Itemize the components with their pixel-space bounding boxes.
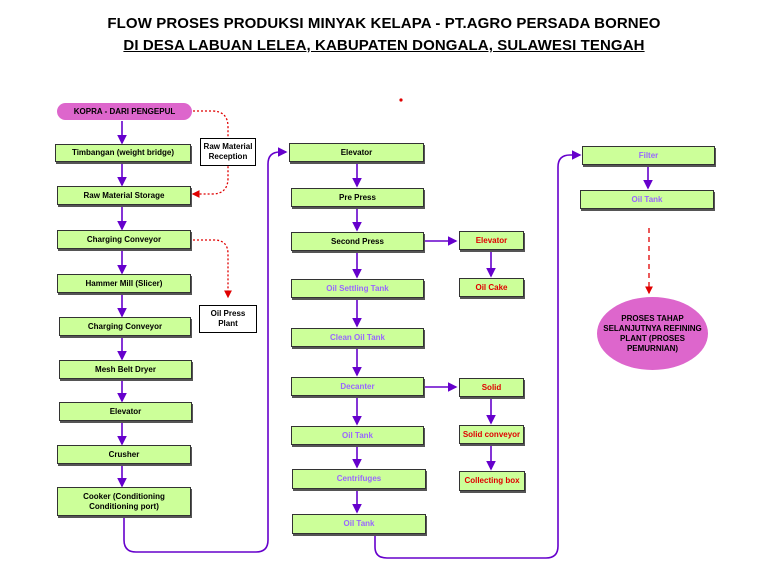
step-second-press: Second Press bbox=[291, 232, 424, 251]
step-solid: Solid bbox=[459, 378, 524, 397]
step-oil-cake: Oil Cake bbox=[459, 278, 524, 297]
step-solid-conveyor: Solid conveyor bbox=[459, 425, 524, 444]
step-oil-settling-tank: Oil Settling Tank bbox=[291, 279, 424, 298]
page-subtitle: DI DESA LABUAN LELEA, KABUPATEN DONGALA,… bbox=[123, 37, 645, 54]
step-elevator-c3: Elevator bbox=[459, 231, 524, 250]
step-elevator-c2: Elevator bbox=[289, 143, 424, 162]
step-pre-press: Pre Press bbox=[291, 188, 424, 207]
note-oil-press-plant: Oil Press Plant bbox=[199, 305, 257, 333]
connector-col1-col2 bbox=[123, 147, 288, 553]
step-oil-tank-c4: Oil Tank bbox=[580, 190, 714, 209]
step-timbangan: Timbangan (weight bridge) bbox=[55, 144, 191, 162]
source-kopra: KOPRA - DARI PENGEPUL bbox=[57, 103, 192, 120]
step-mesh-belt-dryer: Mesh Belt Dryer bbox=[59, 360, 192, 379]
step-collecting-box: Collecting box bbox=[459, 471, 525, 491]
connector-col2-col4 bbox=[374, 150, 582, 559]
step-oil-tank-2: Oil Tank bbox=[292, 514, 426, 534]
step-crusher: Crusher bbox=[57, 445, 191, 464]
next-process-refining: PROSES TAHAP SELANJUTNYA REFINING PLANT … bbox=[597, 297, 708, 370]
step-centrifuges: Centrifuges bbox=[292, 469, 426, 489]
dotted-oil-press bbox=[193, 239, 232, 299]
step-decanter: Decanter bbox=[291, 377, 424, 396]
step-oil-tank-1: Oil Tank bbox=[291, 426, 424, 445]
stray-dot bbox=[399, 98, 403, 102]
step-clean-oil-tank: Clean Oil Tank bbox=[291, 328, 424, 347]
step-raw-material-storage: Raw Material Storage bbox=[57, 186, 191, 205]
page-title: FLOW PROSES PRODUKSI MINYAK KELAPA - PT.… bbox=[107, 15, 661, 32]
step-cooker: Cooker (Conditioning Conditioning port) bbox=[57, 487, 191, 516]
note-raw-material-reception: Raw Material Reception bbox=[200, 138, 256, 166]
step-filter: Filter bbox=[582, 146, 715, 165]
step-hammer-mill: Hammer Mill (Slicer) bbox=[57, 274, 191, 293]
step-charging-conveyor-1: Charging Conveyor bbox=[57, 230, 191, 249]
step-charging-conveyor-2: Charging Conveyor bbox=[59, 317, 191, 336]
step-elevator-c1: Elevator bbox=[59, 402, 192, 421]
dotted-raw-material bbox=[191, 110, 229, 198]
